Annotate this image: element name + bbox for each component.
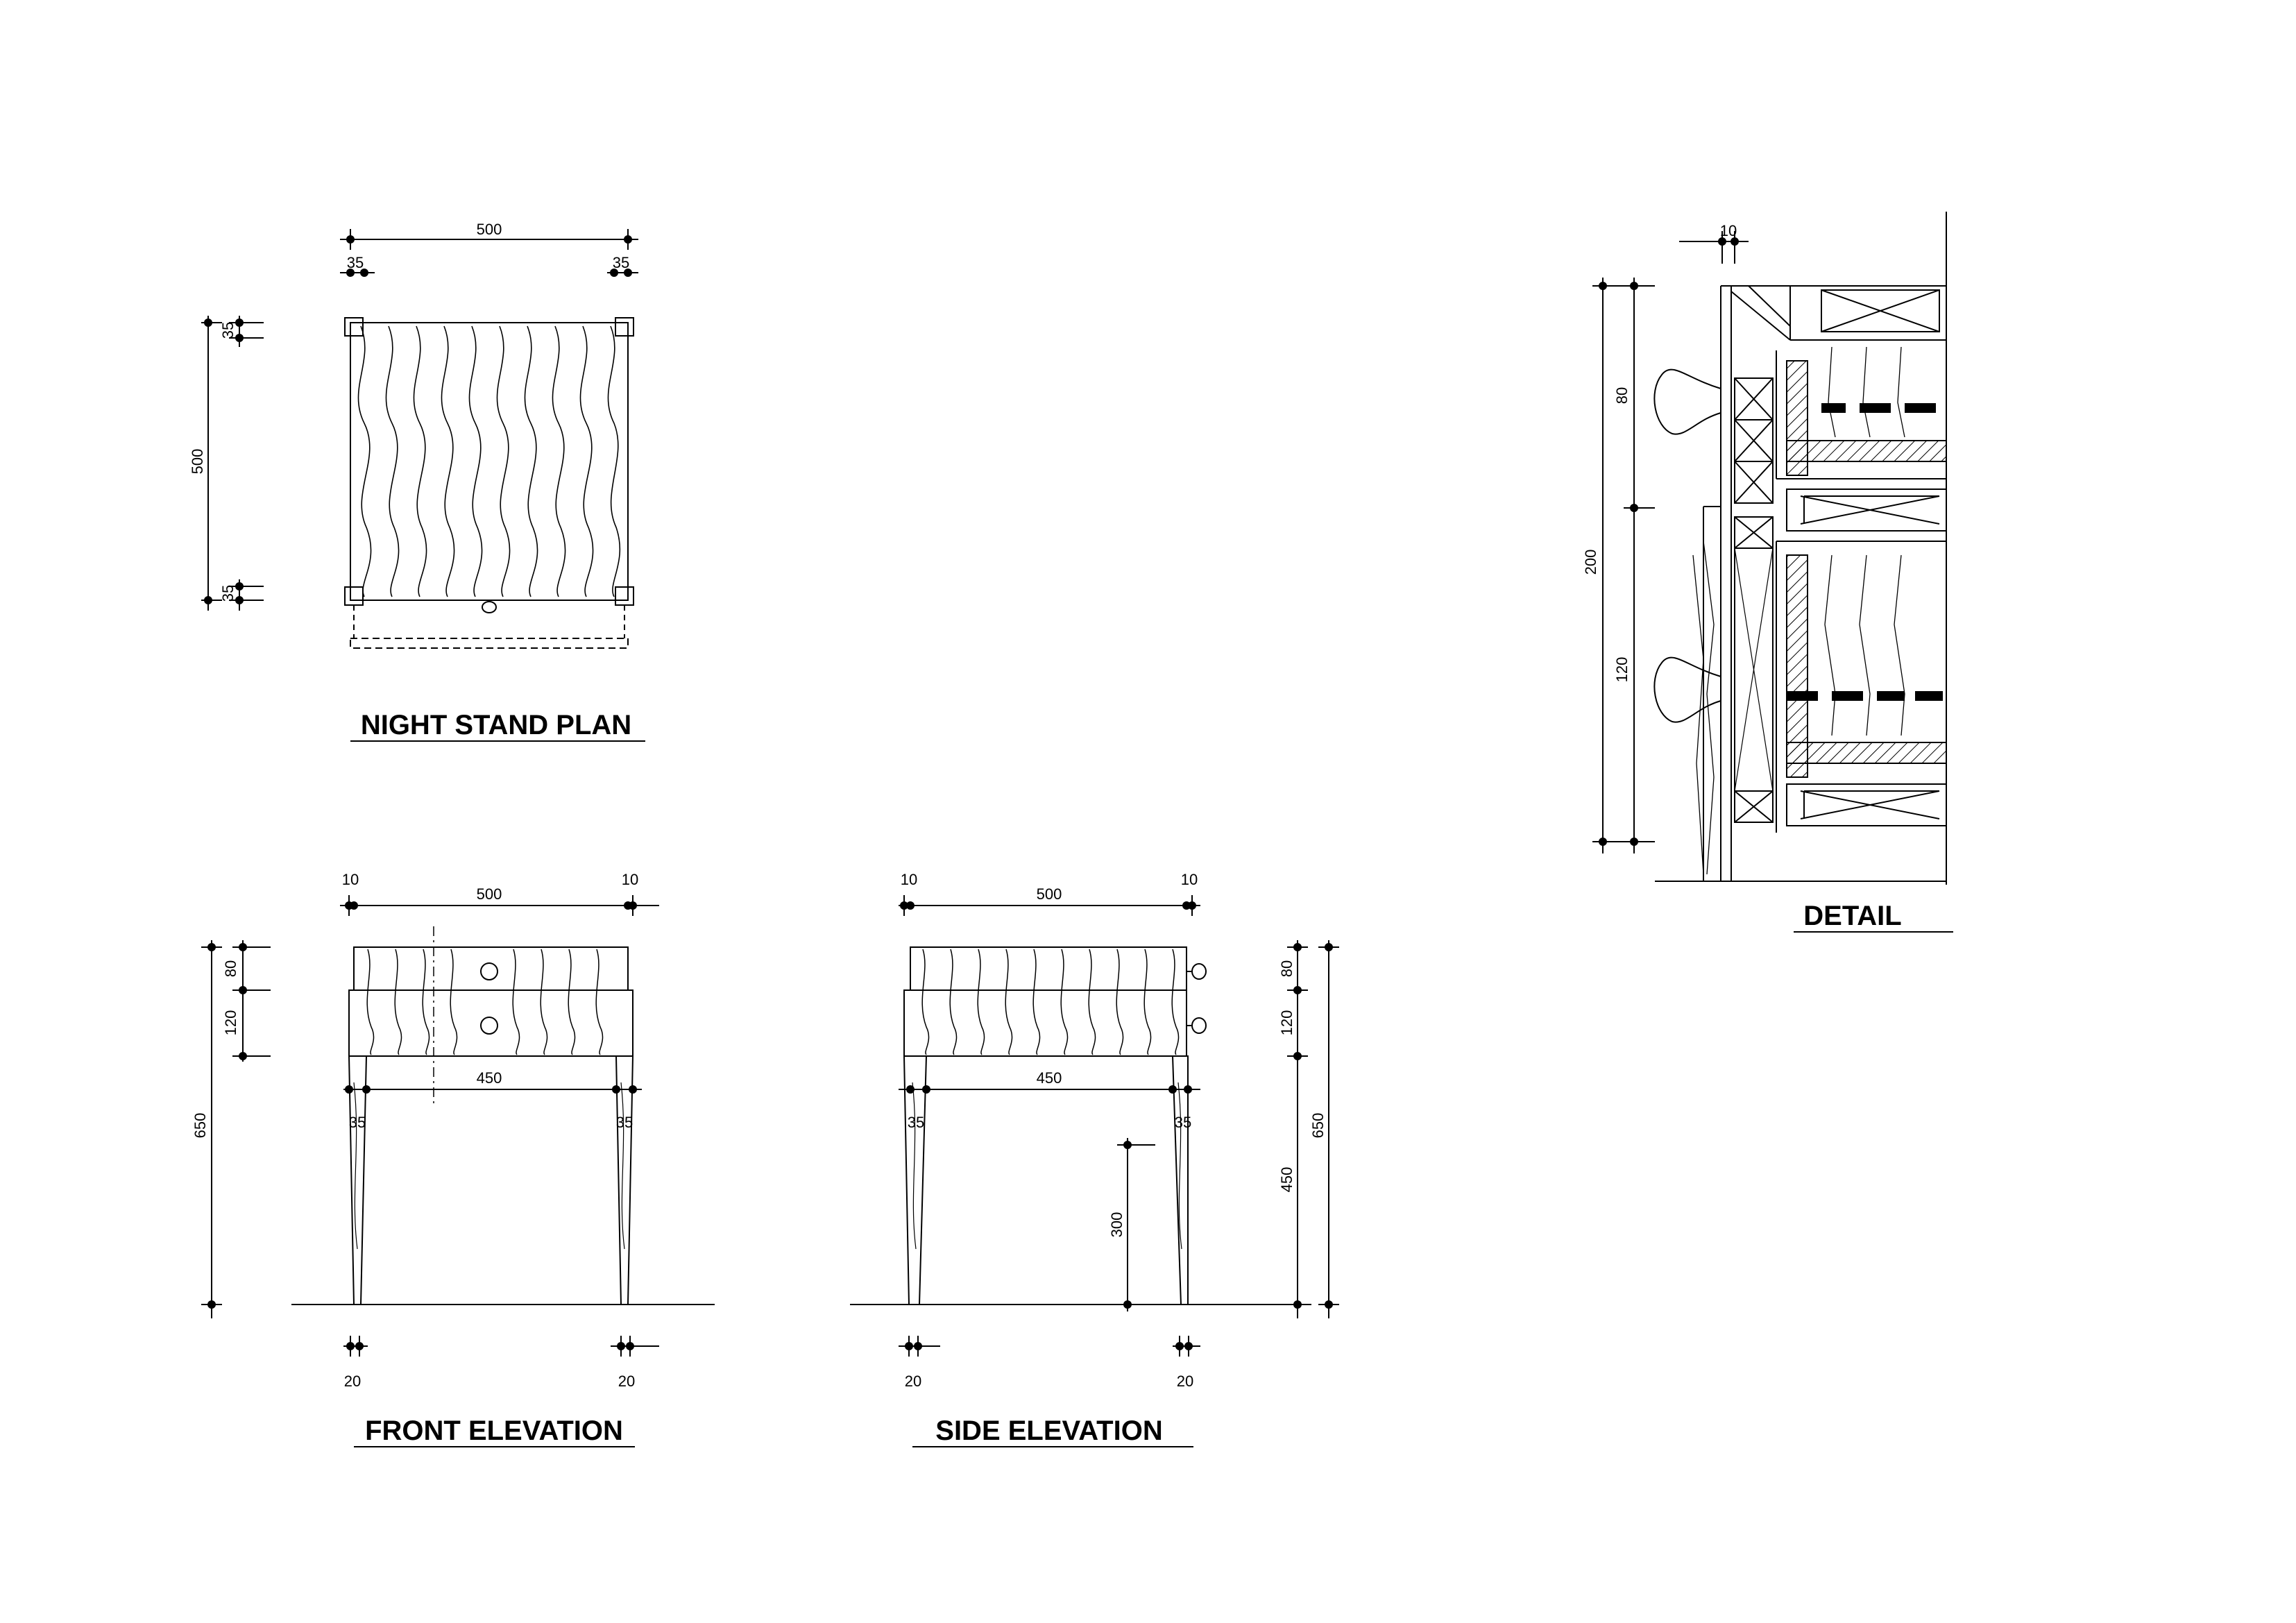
side-elevation	[850, 895, 1339, 1447]
front-inner-width-dim: 450	[477, 1069, 502, 1087]
side-bottom-drawer-dim: 120	[1278, 1010, 1295, 1036]
plan-width-dim: 500	[477, 221, 502, 238]
side-side-left-dim: 10	[901, 871, 917, 888]
detail-section	[1592, 212, 1953, 933]
side-brace-height-dim: 300	[1108, 1212, 1125, 1238]
front-foot-left-dim: 20	[344, 1373, 361, 1390]
detail-total-dim: 200	[1582, 550, 1599, 575]
side-leg-height-dim: 450	[1278, 1167, 1295, 1193]
front-bottom-drawer-dim: 120	[222, 1010, 239, 1036]
detail-top-drawer-dim: 80	[1613, 387, 1631, 404]
side-leg-right-dim: 35	[1175, 1114, 1191, 1131]
front-title: FRONT ELEVATION	[365, 1416, 623, 1446]
side-top-drawer-dim: 80	[1278, 960, 1295, 977]
side-side-right-dim: 10	[1181, 871, 1198, 888]
front-top-drawer-dim: 80	[222, 960, 239, 977]
side-total-height-dim: 650	[1309, 1113, 1327, 1139]
plan-leg-right-dim: 35	[613, 254, 629, 271]
detail-bottom-drawer-dim: 120	[1613, 657, 1631, 683]
front-leg-left-dim: 35	[349, 1114, 366, 1131]
plan-title: NIGHT STAND PLAN	[361, 710, 631, 740]
front-side-left-dim: 10	[342, 871, 359, 888]
side-leg-left-dim: 35	[908, 1114, 924, 1131]
plan-depth-dim: 500	[189, 449, 206, 475]
plan-leg-left-dim: 35	[347, 254, 364, 271]
plan-leg-top-dim: 35	[219, 322, 237, 339]
detail-title: DETAIL	[1803, 901, 1901, 931]
side-foot-left-dim: 20	[905, 1373, 921, 1390]
side-foot-right-dim: 20	[1177, 1373, 1193, 1390]
plan-leg-bottom-dim: 35	[219, 585, 237, 602]
front-leg-right-dim: 35	[616, 1114, 633, 1131]
side-inner-width-dim: 450	[1037, 1069, 1062, 1087]
night-stand-plan	[201, 229, 645, 742]
front-foot-right-dim: 20	[618, 1373, 635, 1390]
front-elevation	[201, 895, 715, 1447]
front-width-dim: 500	[477, 885, 502, 903]
side-title: SIDE ELEVATION	[935, 1416, 1162, 1446]
side-width-dim: 500	[1037, 885, 1062, 903]
front-side-right-dim: 10	[622, 871, 638, 888]
front-total-height-dim: 650	[192, 1113, 209, 1139]
detail-thickness-dim: 10	[1720, 222, 1737, 239]
